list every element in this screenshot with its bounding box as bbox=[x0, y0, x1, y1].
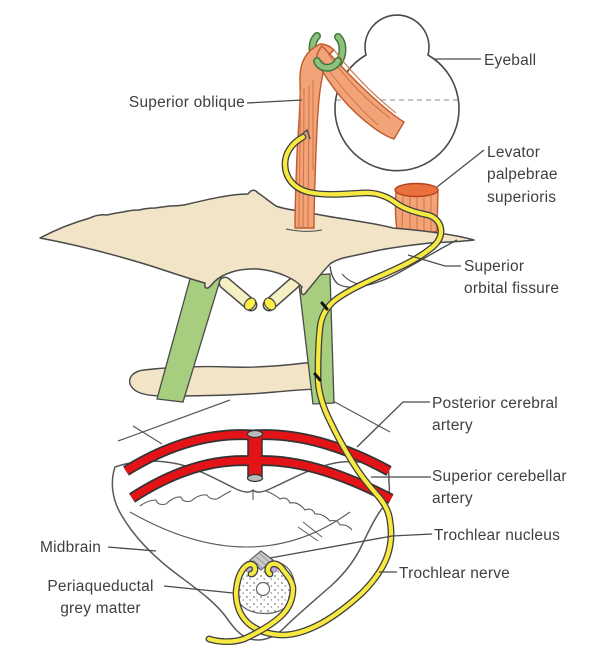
leader-superior-oblique bbox=[246, 99, 303, 104]
sphenoid-bone bbox=[39, 189, 475, 296]
label-superior-orbital-fissure: Superior orbital fissure bbox=[464, 258, 560, 298]
label-trochlear-nerve: Trochlear nerve bbox=[399, 565, 510, 582]
label-superior-oblique: Superior oblique bbox=[128, 94, 245, 111]
tegmentum-curve bbox=[129, 511, 351, 548]
eyeball-illustration bbox=[334, 14, 460, 172]
label-trochlear-nucleus: Trochlear nucleus bbox=[434, 527, 561, 544]
substantia-nigra-left bbox=[139, 490, 232, 507]
trochlea-front-strap bbox=[313, 57, 342, 72]
leader-midbrain bbox=[107, 546, 157, 552]
leader-pag bbox=[163, 585, 234, 594]
label-midbrain: Midbrain bbox=[40, 539, 102, 556]
leader-posterior-cerebral bbox=[356, 401, 430, 448]
velum-cut-lines bbox=[297, 521, 323, 542]
label-superior-cerebellar-artery: Superior cerebellar artery bbox=[432, 468, 567, 508]
trochlear-nucleus-illustration bbox=[249, 550, 274, 571]
leader-fissure bbox=[407, 254, 461, 267]
trochlear-nerve-illustration bbox=[205, 128, 445, 646]
nerve-pierce-points bbox=[313, 301, 329, 382]
nerve-entry-arrow bbox=[299, 128, 311, 140]
substantia-nigra-right bbox=[265, 490, 353, 531]
cerebral-aqueduct bbox=[255, 581, 271, 597]
label-eyeball: Eyeball bbox=[484, 52, 537, 69]
leader-trochlear-nucleus bbox=[269, 533, 433, 559]
leader-lines bbox=[107, 58, 485, 594]
label-periaqueductal-grey-matter: Periaqueductal grey matter bbox=[47, 578, 154, 618]
bone-ridge-line bbox=[285, 228, 323, 232]
label-posterior-cerebral-artery: Posterior cerebral artery bbox=[432, 395, 558, 435]
oculomotor-nerve-stump-left bbox=[218, 276, 258, 312]
oculomotor-nerve-stump-right bbox=[262, 276, 301, 312]
leader-levator bbox=[436, 149, 485, 188]
tentorium-edge-lines bbox=[117, 399, 391, 445]
label-levator-palpebrae-superioris: Levator palpebrae superioris bbox=[487, 144, 558, 206]
